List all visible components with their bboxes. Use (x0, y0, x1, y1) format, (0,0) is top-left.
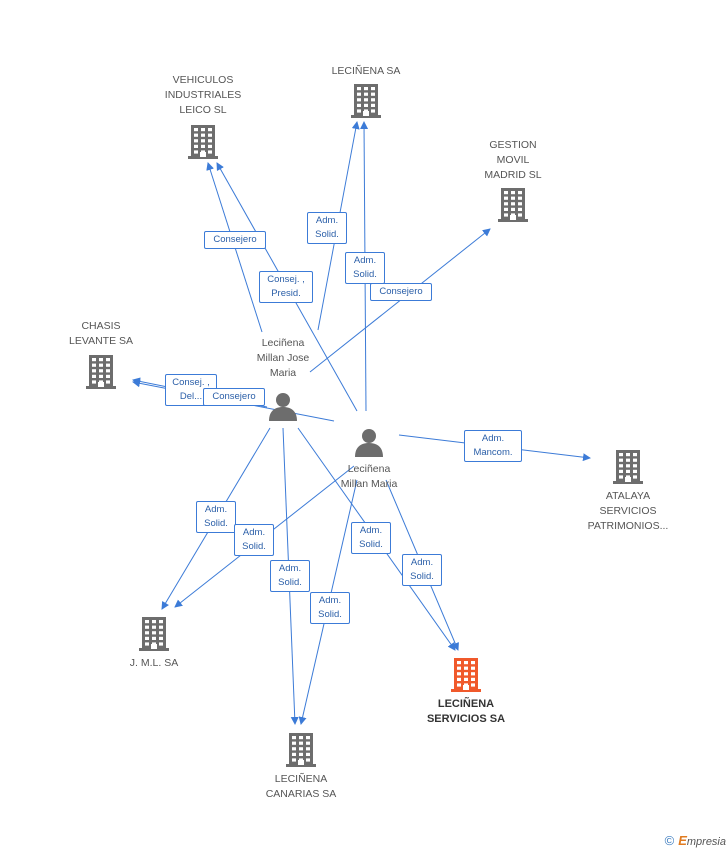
person-icon[interactable] (268, 391, 298, 426)
building-icon[interactable] (188, 125, 218, 164)
edge-label[interactable]: Adm. Solid. (270, 560, 310, 592)
building-icon[interactable] (139, 617, 169, 656)
node-label[interactable]: GESTION MOVIL MADRID SL (484, 139, 542, 181)
node-label[interactable]: Leciñena Millan Jose Maria (256, 337, 310, 379)
footer-brand[interactable]: ©Empresia (665, 833, 726, 848)
edge-label[interactable]: Consejero (203, 388, 265, 406)
edge-label[interactable]: Adm. Solid. (310, 592, 350, 624)
edge-label[interactable]: Adm. Solid. (351, 522, 391, 554)
node-label[interactable]: LECIÑENA SA (331, 65, 401, 77)
edge-label[interactable]: Adm. Solid. (345, 252, 385, 284)
brand-name: mpresia (686, 836, 726, 848)
building-icon[interactable] (451, 658, 481, 697)
edge-label[interactable]: Adm. Mancom. (464, 430, 522, 462)
node-label[interactable]: CHASIS LEVANTE SA (69, 320, 133, 347)
edge-label[interactable]: Consejero (204, 231, 266, 249)
edge-label[interactable]: Consejero (370, 283, 432, 301)
building-icon[interactable] (498, 188, 528, 227)
building-icon[interactable] (286, 733, 316, 772)
edge-label[interactable]: Adm. Solid. (234, 524, 274, 556)
person-icon[interactable] (354, 427, 384, 462)
copyright-icon: © (664, 833, 675, 848)
node-label[interactable]: VEHICULOS INDUSTRIALES LEICO SL (164, 74, 242, 116)
building-icon[interactable] (613, 450, 643, 489)
building-icon[interactable] (86, 355, 116, 394)
building-icon[interactable] (351, 84, 381, 123)
node-label[interactable]: LECIÑENA SERVICIOS SA (426, 698, 506, 725)
node-label[interactable]: Leciñena Millan Maria (340, 463, 398, 490)
edge-label[interactable]: Adm. Solid. (307, 212, 347, 244)
node-label[interactable]: J. M.L. SA (129, 657, 179, 669)
node-label[interactable]: LECIÑENA CANARIAS SA (265, 773, 337, 800)
edge-label[interactable]: Adm. Solid. (402, 554, 442, 586)
edge-label[interactable]: Adm. Solid. (196, 501, 236, 533)
edge-label[interactable]: Consej. , Presid. (259, 271, 313, 303)
brand-initial: E (678, 833, 687, 848)
node-label[interactable]: ATALAYA SERVICIOS PATRIMONIOS... (587, 490, 669, 532)
